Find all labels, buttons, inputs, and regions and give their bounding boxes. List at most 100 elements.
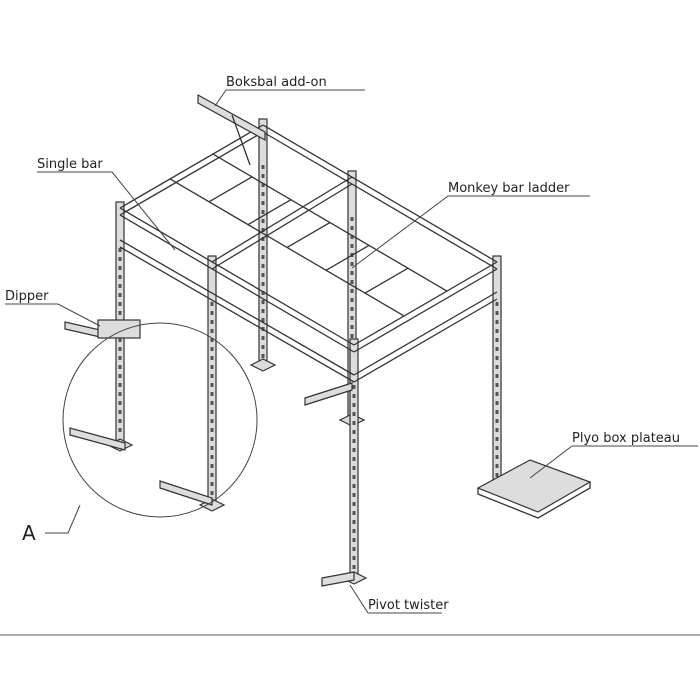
post-hole: [261, 246, 265, 250]
post-hole: [210, 347, 214, 351]
post-hole: [210, 365, 214, 369]
foot-arm: [304, 382, 353, 406]
monkey-bar-rung: [247, 199, 292, 226]
post-hole: [495, 302, 499, 306]
post-hole: [495, 311, 499, 315]
detail-circle-a: [62, 322, 258, 518]
post-hole: [261, 309, 265, 313]
post-hole: [495, 347, 499, 351]
label-single-bar: Single bar: [37, 157, 103, 172]
post-hole: [261, 201, 265, 205]
post-hole: [210, 464, 214, 468]
post-hole: [261, 165, 265, 169]
foot-arm: [159, 480, 213, 506]
post-hole: [352, 421, 356, 425]
callout-pivot: Pivot twister: [349, 584, 449, 614]
post-hole: [352, 475, 356, 479]
beam: [119, 131, 264, 216]
callout-detail-a: A: [22, 504, 81, 545]
post-hole: [352, 565, 356, 569]
post-hole: [118, 257, 122, 261]
post-hole: [352, 520, 356, 524]
post-hole: [350, 235, 354, 239]
post-hole: [261, 264, 265, 268]
post-hole: [350, 280, 354, 284]
post-hole: [261, 174, 265, 178]
post-hole: [495, 365, 499, 369]
beam: [262, 124, 498, 263]
post-hole: [495, 329, 499, 333]
plyo-box-side: [477, 482, 591, 519]
post-hole: [495, 374, 499, 378]
post-hole: [210, 491, 214, 495]
post-hole: [118, 374, 122, 378]
post-hole: [495, 401, 499, 405]
post-hole: [210, 392, 214, 396]
post-hole: [210, 437, 214, 441]
foot-arm: [69, 427, 126, 451]
post-hole: [210, 455, 214, 459]
post-hole: [261, 291, 265, 295]
post-hole: [118, 338, 122, 342]
post-hole: [118, 392, 122, 396]
post-hole: [261, 228, 265, 232]
label-dipper: Dipper: [5, 289, 49, 304]
ladder-rail: [212, 153, 448, 292]
label-boksbal: Boksbal add-on: [226, 75, 327, 90]
post-hole: [210, 356, 214, 360]
lower-rail: [353, 298, 498, 383]
pivot-twister: [321, 571, 355, 587]
post-hole: [261, 354, 265, 358]
post-hole: [210, 329, 214, 333]
post-hole: [261, 237, 265, 241]
post-hole: [495, 455, 499, 459]
post-hole: [118, 383, 122, 387]
rig-structure: [64, 93, 592, 587]
post-hole: [495, 392, 499, 396]
post-hole: [495, 383, 499, 387]
post-hole: [352, 457, 356, 461]
post-hole: [261, 300, 265, 304]
label-plyo: Plyo box plateau: [572, 431, 680, 446]
post-hole: [352, 484, 356, 488]
post-hole: [261, 210, 265, 214]
label-detail-a: A: [22, 521, 36, 545]
callout-boksbal: Boksbal add-on: [214, 75, 365, 107]
monkey-bar-rung: [364, 267, 409, 294]
post-hole: [210, 428, 214, 432]
post-hole: [350, 217, 354, 221]
post-hole: [350, 307, 354, 311]
post-hole: [261, 345, 265, 349]
post-hole: [352, 511, 356, 515]
post-hole: [352, 502, 356, 506]
post-hole: [352, 385, 356, 389]
boksbal-arm: [197, 93, 266, 142]
post-hole: [352, 466, 356, 470]
post-hole: [118, 275, 122, 279]
beam: [211, 176, 353, 263]
post-hole: [352, 547, 356, 551]
post-hole: [118, 293, 122, 297]
post-hole: [350, 316, 354, 320]
post-hole: [210, 302, 214, 306]
post-hole: [118, 347, 122, 351]
post-hole: [210, 419, 214, 423]
post-hole: [210, 374, 214, 378]
beam: [353, 261, 498, 346]
post-hole: [352, 493, 356, 497]
post-hole: [350, 325, 354, 329]
post-hole: [210, 320, 214, 324]
post-hole: [118, 419, 122, 423]
post-hole: [210, 383, 214, 387]
post-hole: [261, 255, 265, 259]
post-hole: [352, 556, 356, 560]
post-hole: [210, 311, 214, 315]
dipper-bracket: [97, 319, 141, 339]
callout-plyo: Plyo box plateau: [529, 431, 698, 479]
post: [492, 255, 502, 486]
beam: [119, 124, 264, 209]
boksbal-brace: [231, 114, 251, 166]
post-hole: [118, 311, 122, 315]
